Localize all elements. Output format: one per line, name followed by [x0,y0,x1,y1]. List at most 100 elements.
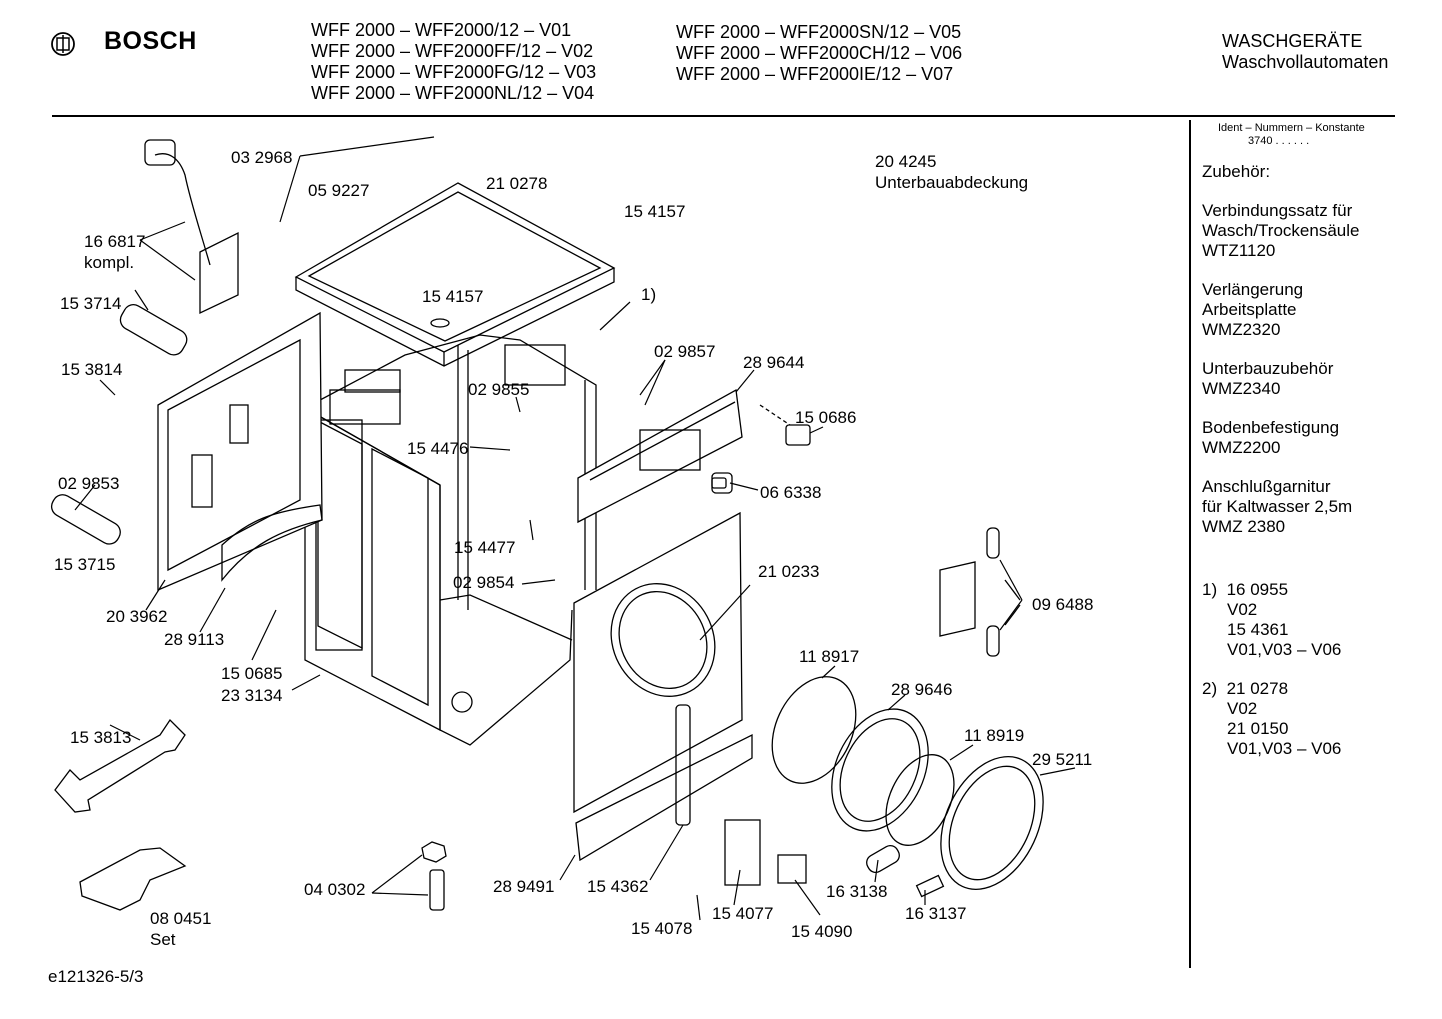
model-line-4: WFF 2000 – WFF2000NL/12 – V04 [311,83,595,103]
part-label: 20 4245 [875,152,937,171]
model-line-6: WFF 2000 – WFF2000CH/12 – V06 [676,43,963,63]
bosch-armature-icon [51,32,75,56]
model-line-5: WFF 2000 – WFF2000SN/12 – V05 [676,22,962,42]
accessory-1-line-1: Verbindungssatz für [1202,201,1353,220]
drawing-id: e121326-5/3 [48,967,144,986]
cabinet-drawing [304,334,597,746]
part-label: 05 9227 [308,181,370,200]
hinge-drawing [939,527,1021,657]
part-label: 16 3138 [826,882,888,901]
part-label: 03 2968 [231,148,293,167]
mains-cable-drawing [144,139,239,315]
part-label: 15 3714 [60,294,122,313]
footnote-1-line-2: V02 [1227,600,1258,619]
accessory-1-line-2: Wasch/Trockensäule [1202,221,1360,240]
part-label: 02 9855 [468,380,530,399]
part-label: 15 4077 [712,904,774,923]
footnote-2-line-2: V02 [1227,699,1258,718]
part-label: 02 9857 [654,342,716,361]
part-label: 15 4157 [624,202,686,221]
nut-drawing [421,841,447,863]
part-label: 08 0451 [150,909,212,928]
part-label: Set [150,930,176,949]
accessory-4-line-2: WMZ2200 [1202,438,1281,457]
accessories-list: Zubehör: Verbindungssatz für Wasch/Trock… [1202,162,1359,537]
part-label: 15 4078 [631,919,693,938]
brand-name: BOSCH [104,27,197,55]
screw-drawing [429,869,445,911]
hose-1-drawing [119,304,188,356]
footnote-1-line-4: V01,V03 – V06 [1227,640,1342,659]
part-label: 15 0685 [221,664,283,683]
part-label: 11 8919 [964,726,1025,745]
part-label: 28 9646 [891,680,953,699]
hose-2-drawing [50,494,121,545]
accessory-3-line-1: Unterbauzubehör [1202,359,1334,378]
part-label: 28 9644 [743,353,805,372]
part-label: 06 6338 [760,483,822,502]
category-title: WASCHGERÄTE [1222,31,1363,51]
part-label: 21 0233 [758,562,820,581]
ident-constant: 3740 . . . . . . [1248,135,1310,147]
part-label: 15 4090 [791,922,853,941]
category-subtitle: Waschvollautomaten [1222,52,1389,72]
front-panel-drawing [573,511,753,862]
part-label: 15 4476 [407,439,469,458]
switch-drawing [777,854,807,884]
footnote-2-line-1: 21 0278 [1226,679,1289,698]
accessory-2-line-2: Arbeitsplatte [1202,300,1297,319]
leader-lines [74,136,1076,921]
footnote-2-line-3: 21 0150 [1227,719,1289,738]
part-label: Unterbauabdeckung [875,173,1029,192]
footnote-1-line-3: 15 4361 [1227,620,1289,639]
part-label: kompl. [84,253,135,272]
accessory-3-line-2: WMZ2340 [1202,379,1281,398]
footnote-1: 1) 16 0955 V02 15 4361 V01,V03 – V06 [1202,580,1341,660]
part-label: 16 6817 [84,232,146,251]
footnote-1-mark: 1) [1202,580,1218,599]
part-label: 20 3962 [106,607,168,626]
accessory-4-line-1: Bodenbefestigung [1202,418,1340,437]
part-label: 15 4157 [422,287,484,306]
accessories-title: Zubehör: [1202,162,1271,181]
part-label: 15 3813 [70,728,132,747]
part-label: 04 0302 [304,880,366,899]
part-label: 23 3134 [221,686,283,705]
part-label: 16 3137 [905,904,967,923]
part-label: 29 5211 [1032,750,1093,769]
part-label: 15 4362 [587,877,649,896]
part-label: 02 9854 [453,573,515,592]
control-panel-drawing [577,388,811,524]
model-line-7: WFF 2000 – WFF2000IE/12 – V07 [676,64,954,84]
bracket-drawing [79,847,187,911]
part-label: 28 9113 [164,630,225,649]
part-label: 15 4477 [454,538,516,557]
lock-drawing [724,819,761,886]
accessory-2-line-3: WMZ2320 [1202,320,1281,339]
part-label: 15 3715 [54,555,116,574]
door-parts-drawing [771,676,1044,898]
accessory-5-line-1: Anschlußgarnitur [1202,477,1331,496]
footnote-1-line-1: 16 0955 [1226,580,1289,599]
accessory-1-line-3: WTZ1120 [1202,241,1276,260]
model-line-3: WFF 2000 – WFF2000FG/12 – V03 [311,62,597,82]
accessory-5-line-3: WMZ 2380 [1202,517,1286,536]
part-label: 28 9491 [493,877,555,896]
accessory-2-line-1: Verlängerung [1202,280,1304,299]
part-label: 15 0686 [795,408,857,427]
ident-header: Ident – Nummern – Konstante [1218,122,1365,134]
footnote-2: 2) 21 0278 V02 21 0150 V01,V03 – V06 [1202,679,1341,759]
accessory-5-line-2: für Kaltwasser 2,5m [1202,497,1353,516]
rear-panel-drawing [157,311,323,591]
bosch-logo: BOSCH [50,27,200,61]
part-label: 21 0278 [486,174,548,193]
part-label: 1) [641,285,657,304]
top-cover-drawing [294,182,616,367]
footnote-2-mark: 2) [1202,679,1218,698]
part-label: 11 8917 [799,647,860,666]
wrench-drawing [54,718,186,813]
model-line-1: WFF 2000 – WFF2000/12 – V01 [311,20,572,40]
part-label: 02 9853 [58,474,120,493]
footnote-2-line-4: V01,V03 – V06 [1227,739,1342,758]
